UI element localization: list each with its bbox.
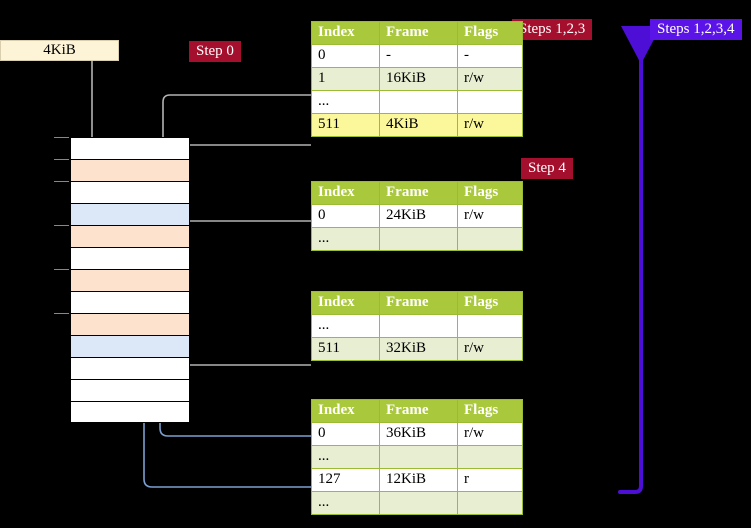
column-header-frame: Frame — [379, 399, 458, 423]
cell-frame: 16KiB — [379, 67, 458, 91]
memory-row — [70, 203, 190, 225]
cell-flags — [457, 90, 523, 114]
cell-flags: r — [457, 468, 523, 492]
wire-pml4-511-to-memory — [178, 144, 311, 222]
memory-row — [70, 137, 190, 159]
cell-index: ... — [311, 227, 380, 251]
cell-flags: r/w — [457, 422, 523, 446]
cell-index: ... — [311, 314, 380, 338]
cell-flags: r/w — [457, 67, 523, 91]
column-header-index: Index — [311, 181, 380, 205]
cell-flags: r/w — [457, 204, 523, 228]
memory-row — [70, 181, 190, 203]
cell-index: 1 — [311, 67, 380, 91]
column-header-flags: Flags — [457, 21, 523, 45]
memory-row — [70, 379, 190, 401]
wire-steps-bracket — [618, 26, 661, 494]
column-header-frame: Frame — [379, 21, 458, 45]
cell-index: ... — [311, 491, 380, 515]
column-header-flags: Flags — [457, 399, 523, 423]
memory-row — [70, 269, 190, 291]
memory-row — [70, 401, 190, 423]
wire-pd-to-memory — [178, 323, 311, 366]
cell-frame — [379, 491, 458, 515]
memory-row — [70, 159, 190, 181]
memory-row-tick — [54, 137, 69, 138]
table-row: 0-- — [311, 44, 523, 68]
cell-frame — [379, 227, 458, 251]
memory-row — [70, 225, 190, 247]
cell-flags — [457, 314, 523, 338]
cell-frame: 12KiB — [379, 468, 458, 492]
cell-index: 511 — [311, 337, 380, 361]
memory-row-tick — [54, 159, 69, 160]
cell-flags: r/w — [457, 337, 523, 361]
memory-row-tick — [54, 313, 69, 314]
cell-index: ... — [311, 90, 380, 114]
cell-index: 0 — [311, 204, 380, 228]
column-header-index: Index — [311, 291, 380, 315]
column-header-frame: Frame — [379, 181, 458, 205]
memory-row-tick — [54, 181, 69, 182]
badge-steps-1-2-3-4: Steps 1,2,3,4 — [650, 19, 742, 40]
badge-step-0: Step 0 — [189, 41, 241, 62]
memory-row — [70, 291, 190, 313]
cell-frame — [379, 90, 458, 114]
column-header-index: Index — [311, 21, 380, 45]
memory-row — [70, 247, 190, 269]
badge-steps-1-2-3: Steps 1,2,3 — [512, 19, 593, 40]
table-row: ... — [311, 445, 523, 469]
cell-flags: r/w — [457, 113, 523, 137]
cell-frame: 24KiB — [379, 204, 458, 228]
cell-index: 511 — [311, 113, 380, 137]
memory-row — [70, 357, 190, 379]
column-header-frame: Frame — [379, 291, 458, 315]
memory-row — [70, 335, 190, 357]
table-row: ... — [311, 227, 523, 251]
cell-frame — [379, 445, 458, 469]
table-row: ... — [311, 314, 523, 338]
wire-pdpt-to-memory — [178, 220, 311, 268]
cell-frame — [379, 314, 458, 338]
table-row: ... — [311, 90, 523, 114]
cell-flags — [457, 227, 523, 251]
cell-index: ... — [311, 445, 380, 469]
memory-row — [70, 313, 190, 335]
memory-row-tick — [54, 269, 69, 270]
cell-index: 127 — [311, 468, 380, 492]
cell-flags: - — [457, 44, 523, 68]
cell-frame: 4KiB — [379, 113, 458, 137]
cell-index: 0 — [311, 44, 380, 68]
memory-column — [54, 137, 190, 423]
cell-flags — [457, 491, 523, 515]
column-header-index: Index — [311, 399, 380, 423]
cell-frame: 32KiB — [379, 337, 458, 361]
table-row: ... — [311, 491, 523, 515]
column-header-flags: Flags — [457, 291, 523, 315]
badge-step-4: Step 4 — [521, 158, 573, 179]
frame-size-label: 4KiB — [43, 42, 76, 58]
frame-size-box: 4KiB — [0, 40, 119, 61]
memory-row-tick — [54, 225, 69, 226]
cell-flags — [457, 445, 523, 469]
cell-frame: - — [379, 44, 458, 68]
cell-index: 0 — [311, 422, 380, 446]
column-header-flags: Flags — [457, 181, 523, 205]
cell-frame: 36KiB — [379, 422, 458, 446]
